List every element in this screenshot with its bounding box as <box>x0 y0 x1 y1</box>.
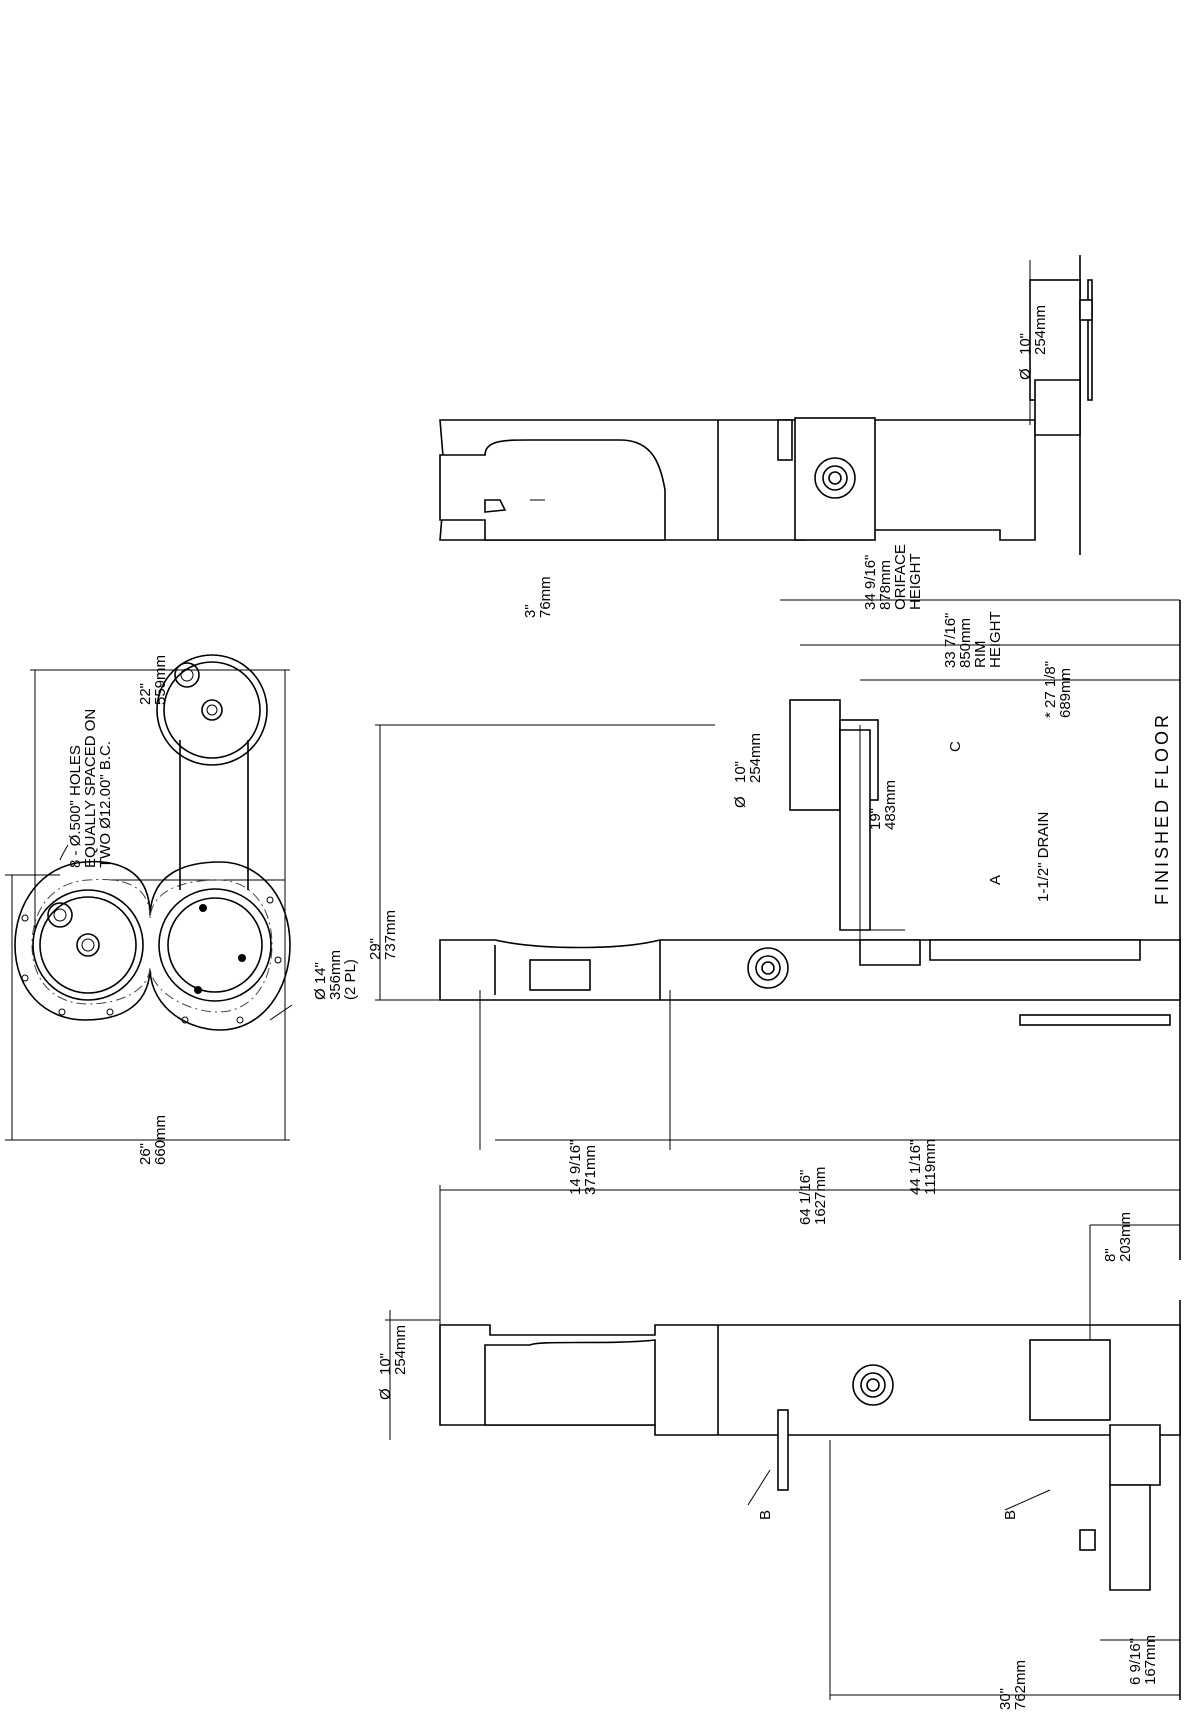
top-elev-bowl-dia: Ø 10" 254mm <box>1017 305 1049 380</box>
basin-diameter: Ø 14" 356mm (2 PL) <box>312 946 359 1000</box>
plan-width-overall: 26" 660mm <box>137 1115 169 1165</box>
side-bowl-dia: Ø 10" 254mm <box>732 733 764 808</box>
front-bowl-dia: Ø 10" 254mm <box>377 1325 409 1400</box>
label-c: C <box>947 741 964 752</box>
overall-height: 64 1/16" 1627mm <box>797 1165 829 1225</box>
rim-height: 33 7/16" 850mm RIM HEIGHT <box>942 608 1004 668</box>
filler-height: 14 9/16" 371mm <box>567 1135 599 1195</box>
drain-label: 1-1/2" DRAIN <box>1035 812 1052 902</box>
plan-width-right: 22" 559mm <box>137 655 169 705</box>
bowl-depth: 19" 483mm <box>867 780 899 830</box>
pet-height: 8" 203mm <box>1102 1212 1134 1262</box>
label-b-2: B <box>1002 1510 1019 1520</box>
holes-note: 8 - Ø.500" HOLES EQUALLY SPACED ON TWO Ø… <box>67 705 114 868</box>
front-elevation-view <box>385 1185 1181 1700</box>
top-elev-offset: 3" 76mm <box>522 576 554 618</box>
side-elevation-view <box>375 599 1181 1260</box>
finished-floor-label: FINISHED FLOOR <box>1152 712 1172 905</box>
knee-height: * 27 1/8" 689mm <box>1042 657 1074 718</box>
height-tall: 29" 737mm <box>367 910 399 960</box>
label-b-1: B <box>757 1510 774 1520</box>
filler-base: 44 1/16" 1119mm <box>907 1135 939 1195</box>
orifice-height: 34 9/16" 878mm ORIFACE HEIGHT <box>862 540 924 610</box>
plan-view <box>5 654 293 1141</box>
spacing-dim: 30" 762mm <box>997 1660 1029 1710</box>
pet-bowl-dim: 6 9/16" 167mm <box>1127 1634 1159 1685</box>
top-elevation-view <box>439 255 1093 555</box>
label-a: A <box>987 875 1004 885</box>
